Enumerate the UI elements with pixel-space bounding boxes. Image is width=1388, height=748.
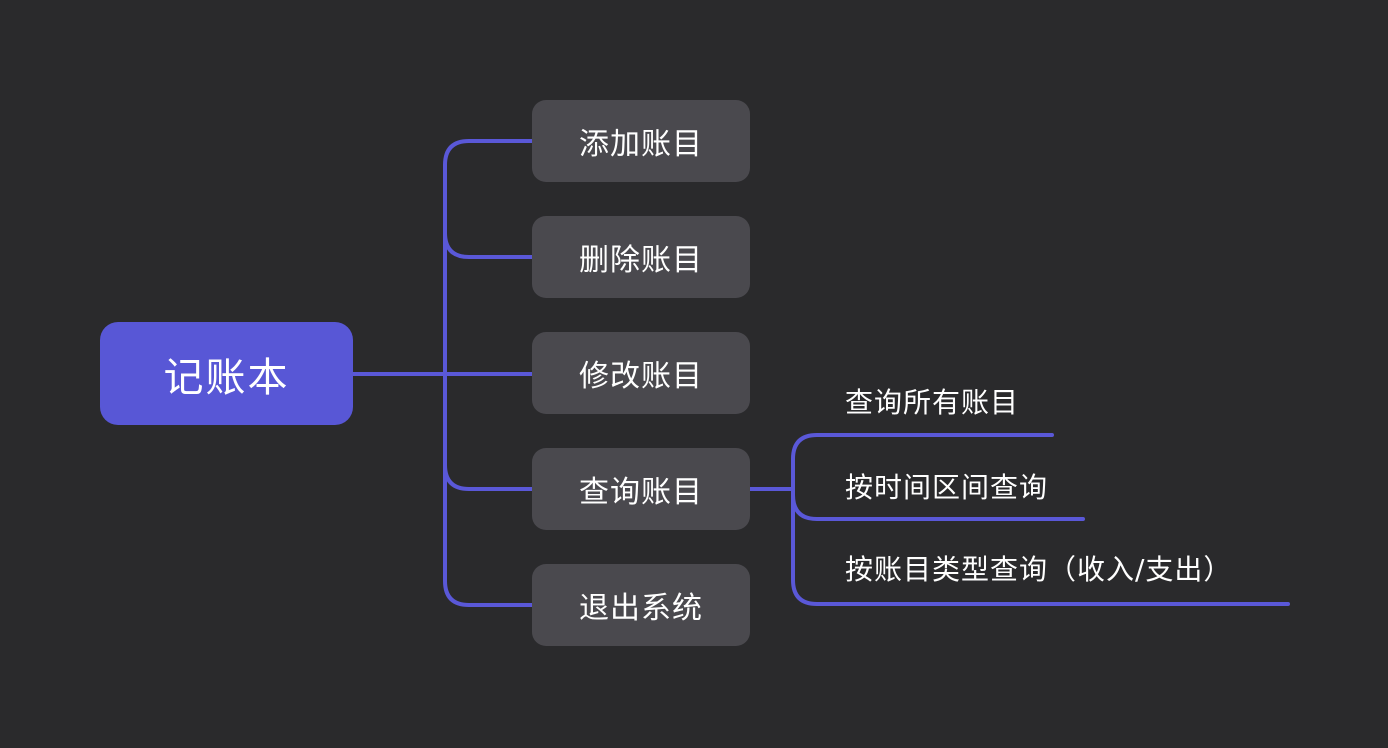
node-add-account[interactable]: 添加账目: [532, 100, 750, 182]
connector-trunk-to-query: [443, 463, 534, 491]
node-delete-account[interactable]: 删除账目: [532, 216, 750, 298]
connector-trunk-to-delete: [443, 231, 534, 259]
node-modify-account[interactable]: 修改账目: [532, 332, 750, 414]
node-query-account[interactable]: 查询账目: [532, 448, 750, 530]
node-exit-system[interactable]: 退出系统: [532, 564, 750, 646]
node-root-account-book[interactable]: 记账本: [100, 322, 353, 425]
connector-subtrunk-main: [791, 433, 1290, 606]
node-query-by-time-range[interactable]: 按时间区间查询: [845, 471, 1049, 504]
connector-trunk-main: [443, 139, 534, 607]
node-query-all-accounts[interactable]: 查询所有账目: [845, 386, 1020, 419]
connector-subtrunk-to-time-range: [791, 493, 1085, 521]
node-query-by-type[interactable]: 按账目类型查询（收入/支出）: [845, 553, 1233, 586]
